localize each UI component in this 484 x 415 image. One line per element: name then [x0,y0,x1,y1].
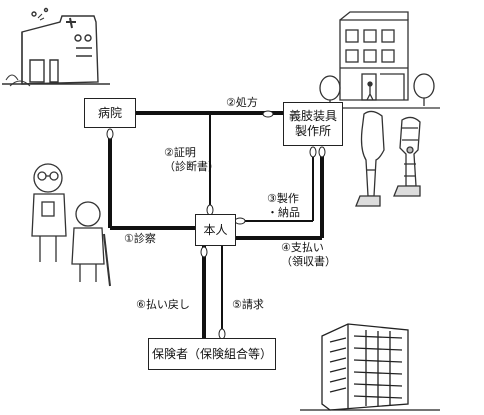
label-manufacture: ③製作 ・納品 [267,192,300,219]
prosthetic-maker-node: 義肢装具 製作所 [283,102,343,146]
prosthetic-leg-illustration [355,110,421,207]
hand-marker [234,217,246,225]
prosthetic-shop-illustration [319,11,440,109]
label-payment: ④支払い （領収書） [281,241,336,268]
hand-marker [200,246,208,258]
label-examination: ①診察 [124,232,156,245]
insurer-node: 保険者（保険組合等） [148,338,276,370]
hospital-building-illustration [2,7,110,87]
patient-node: 本人 [195,214,236,246]
label-claim: ⑤請求 [232,298,264,311]
hand-marker [262,110,274,118]
label-prescription: ②処方 [226,96,258,109]
insurance-building-illustration [300,323,440,411]
pointer-markers [106,110,326,340]
connections [108,111,324,338]
label-certificate: ②証明 （診断書） [164,146,219,173]
hospital-node: 病院 [84,98,136,128]
hand-marker [318,146,326,158]
doctor-and-patient-illustration [31,163,111,287]
label-refund: ⑥払い戻し [136,298,190,311]
hand-marker [309,146,317,158]
hand-marker [106,128,114,140]
